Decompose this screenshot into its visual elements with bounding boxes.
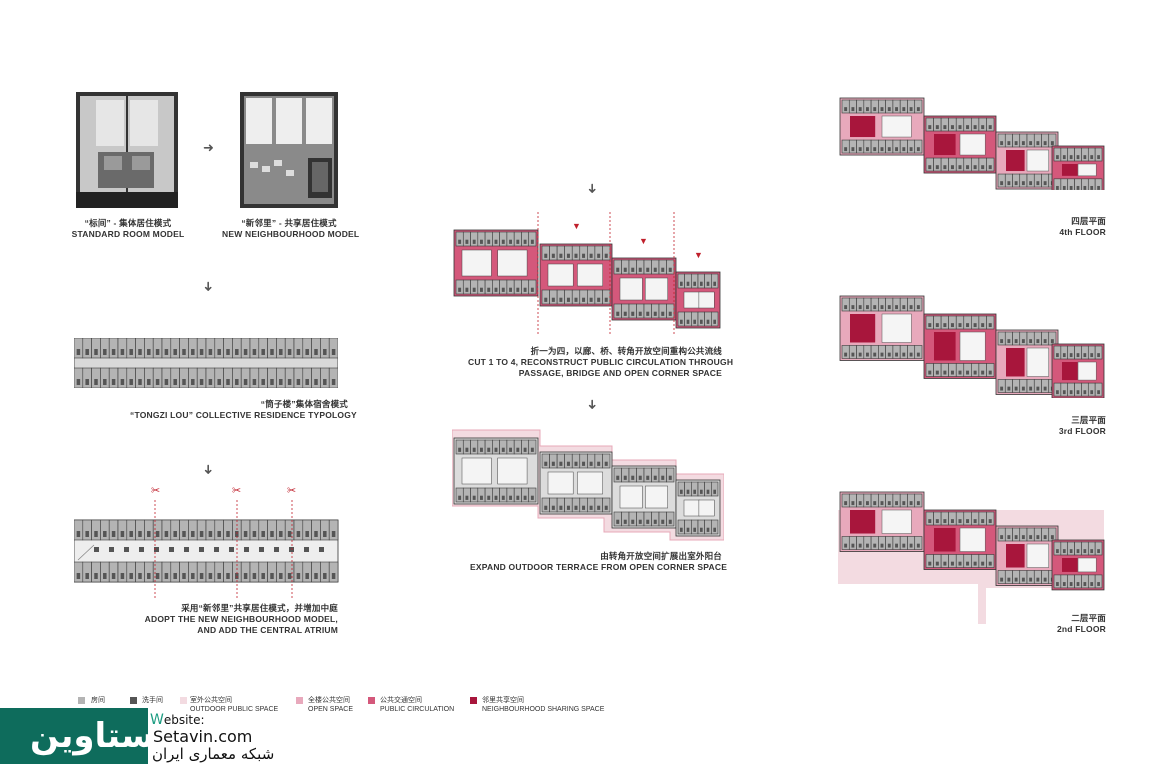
red-down-arrow-icon: ▼ bbox=[572, 221, 581, 231]
floor-plan-4th bbox=[839, 97, 1105, 190]
legend-item-room: 房间 bbox=[91, 697, 105, 704]
watermark-subtitle: شبکه معماری ایران bbox=[152, 745, 275, 763]
caption-cut-en1: CUT 1 TO 4, RECONSTRUCT PUBLIC CIRCULATI… bbox=[468, 357, 734, 367]
scissors-icon: ✂ bbox=[232, 485, 242, 497]
caption-neighbourhood: “新邻里” - 共享居住模式 NEW NEIGHBOURHOOD MODEL bbox=[222, 218, 360, 240]
caption-floor3-en: 3rd FLOOR bbox=[1058, 426, 1106, 436]
adopt-neighbourhood-plan bbox=[74, 500, 339, 600]
legend-item-wc: 洗手间 bbox=[142, 697, 163, 704]
floor-plan-3rd bbox=[839, 295, 1105, 398]
red-down-arrow-icon: ▼ bbox=[639, 236, 648, 246]
legend-swatch-sharing bbox=[470, 697, 477, 704]
legend-swatch-outdoor bbox=[180, 697, 187, 704]
caption-expand-en: EXPAND OUTDOOR TERRACE FROM OPEN CORNER … bbox=[470, 562, 728, 572]
legend-swatch-circulation bbox=[368, 697, 375, 704]
down-arrow-icon: ➜ bbox=[584, 399, 600, 410]
caption-standard-en: STANDARD ROOM MODEL bbox=[71, 229, 185, 239]
legend-swatch-room bbox=[78, 697, 85, 704]
caption-cut: 折一为四，以廊、桥、转角开放空间重构公共流线 CUT 1 TO 4, RECON… bbox=[468, 346, 734, 379]
caption-standard-cn: “标间” - 集体居住模式 bbox=[84, 218, 172, 228]
legend-swatch-open bbox=[296, 697, 303, 704]
watermark-w: W bbox=[150, 712, 164, 728]
caption-adopt-en1: ADOPT THE NEW NEIGHBOURHOOD MODEL, bbox=[144, 614, 338, 624]
caption-cut-cn: 折一为四，以廊、桥、转角开放空间重构公共流线 bbox=[530, 346, 722, 356]
caption-expand: 由转角开放空间扩展出室外阳台 EXPAND OUTDOOR TERRACE FR… bbox=[470, 551, 728, 573]
floor-plan-2nd bbox=[838, 491, 1105, 624]
caption-floor2-en: 2nd FLOOR bbox=[1056, 624, 1106, 634]
caption-tongzi: “筒子楼”集体宿舍模式 “TONGZI LOU” COLLECTIVE RESI… bbox=[130, 399, 357, 421]
caption-expand-cn: 由转角开放空间扩展出室外阳台 bbox=[600, 551, 722, 561]
scissors-icon: ✂ bbox=[151, 485, 161, 497]
caption-floor3: 三层平面 3rd FLOOR bbox=[1010, 415, 1106, 437]
caption-floor2-cn: 二层平面 bbox=[1071, 613, 1106, 623]
caption-floor4-cn: 四层平面 bbox=[1071, 216, 1106, 226]
caption-tongzi-en: “TONGZI LOU” COLLECTIVE RESIDENCE TYPOLO… bbox=[130, 410, 357, 420]
scissors-icon: ✂ bbox=[287, 485, 297, 497]
caption-tongzi-cn: “筒子楼”集体宿舍模式 bbox=[260, 399, 348, 409]
watermark-website-label: Website: bbox=[150, 712, 205, 728]
caption-floor4-en: 4th FLOOR bbox=[1059, 227, 1106, 237]
down-arrow-icon: ➜ bbox=[200, 464, 216, 475]
caption-neighbourhood-cn: “新邻里” - 共享居住模式 bbox=[241, 218, 337, 228]
right-arrow-icon: ➜ bbox=[203, 140, 214, 155]
watermark-logo-text: ستاوین bbox=[30, 716, 155, 756]
down-arrow-icon: ➜ bbox=[584, 183, 600, 194]
caption-cut-en2: PASSAGE, BRIDGE AND OPEN CORNER SPACE bbox=[518, 368, 722, 378]
neighbourhood-room-plan bbox=[240, 92, 338, 208]
caption-neighbourhood-en: NEW NEIGHBOURHOOD MODEL bbox=[222, 229, 360, 239]
watermark-label-rest: ebsite: bbox=[163, 713, 205, 727]
caption-floor3-cn: 三层平面 bbox=[1071, 415, 1106, 425]
red-down-arrow-icon: ▼ bbox=[694, 250, 703, 260]
watermark-logo: ستاوین bbox=[0, 708, 155, 764]
caption-floor4: 四层平面 4th FLOOR bbox=[1010, 216, 1106, 238]
caption-adopt-cn: 采用“新邻里”共享居住模式，并增加中庭 bbox=[181, 603, 338, 613]
cut-one-to-four-plan bbox=[453, 212, 721, 336]
expand-terrace-plan bbox=[452, 429, 724, 541]
watermark-url[interactable]: Setavin.com bbox=[153, 727, 253, 746]
legend-swatch-wc bbox=[130, 697, 137, 704]
standard-room-plan bbox=[76, 92, 178, 208]
down-arrow-icon: ➜ bbox=[200, 281, 216, 292]
caption-standard: “标间” - 集体居住模式 STANDARD ROOM MODEL bbox=[66, 218, 190, 240]
caption-floor2: 二层平面 2nd FLOOR bbox=[1010, 613, 1106, 635]
caption-adopt: 采用“新邻里”共享居住模式，并增加中庭 ADOPT THE NEW NEIGHB… bbox=[140, 603, 338, 636]
caption-adopt-en2: AND ADD THE CENTRAL ATRIUM bbox=[197, 625, 338, 635]
tongzi-lou-plan bbox=[74, 338, 338, 388]
